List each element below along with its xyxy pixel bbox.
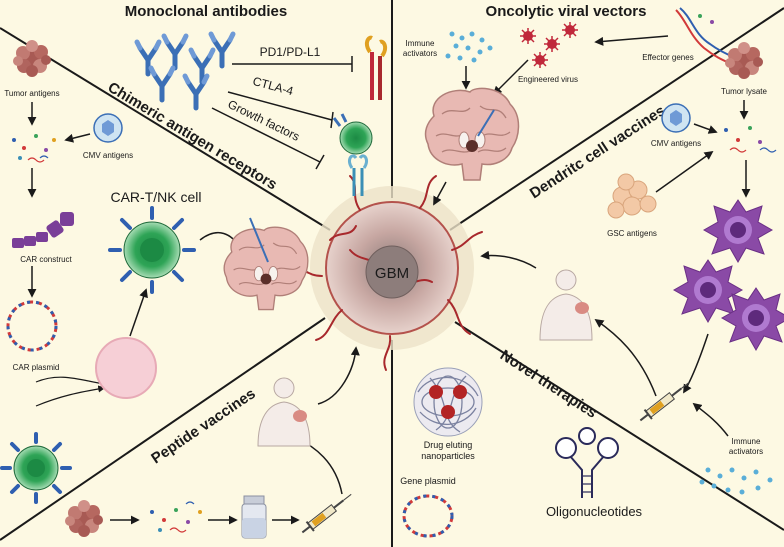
arrow	[433, 181, 447, 206]
injection-needle	[477, 109, 495, 137]
dc-patient-icon	[539, 269, 593, 341]
novel-immune-label-1: Immune	[732, 437, 761, 446]
arrow	[655, 150, 714, 193]
monoclonal-title: Monoclonal antibodies	[125, 3, 288, 20]
car-nk-cell-icon	[0, 432, 72, 504]
car-title: Chimeric antigen receptors	[105, 79, 280, 194]
onc-immune-label-1: Immune	[406, 39, 435, 48]
car-t-cell-icon	[108, 206, 196, 294]
car-plasmid-icon	[6, 300, 58, 352]
novel-title: Novel therapies	[497, 347, 600, 422]
virus-cluster	[519, 21, 579, 69]
tumor-lysate-label: Tumor lysate	[721, 87, 767, 96]
car-construct-label: CAR construct	[20, 255, 72, 264]
dendritic-cells-icon	[673, 199, 784, 351]
gene-plasmid-icon	[402, 494, 454, 538]
car-brain-icon	[223, 226, 309, 311]
arrow	[64, 133, 91, 143]
arrow	[594, 318, 657, 397]
injection-needle	[249, 217, 269, 263]
growth-receptor	[348, 154, 368, 196]
vial-icon	[241, 495, 267, 539]
arrow	[129, 288, 148, 337]
peptide-tumor-icon	[65, 500, 103, 537]
gene-plasmid-label: Gene plasmid	[400, 476, 456, 486]
onc-immune-label-2: activators	[403, 49, 437, 58]
gsc-antigens-label: GSC antigens	[607, 229, 657, 238]
ctla4-label: CTLA-4	[251, 74, 295, 98]
drug-eluting-label-2: nanoparticles	[421, 451, 475, 461]
syringe-icon-right	[639, 381, 690, 422]
dc-cmv-virus	[661, 103, 691, 133]
car-construct-icon	[12, 212, 74, 248]
arrow	[692, 402, 729, 437]
car-cmv-label: CMV antigens	[83, 151, 133, 160]
dc-antigen-fragments	[724, 126, 777, 153]
engineered-virus-label: Engineered virus	[518, 75, 578, 84]
arrow	[693, 123, 718, 134]
arrow	[480, 250, 537, 269]
syringe-icon-left	[301, 493, 352, 534]
car-tumor-antigens-label: Tumor antigens	[4, 89, 59, 98]
tumor-lysate-icon	[725, 42, 763, 79]
peptide-patient-icon	[257, 377, 311, 447]
antigen-fragments	[12, 134, 56, 163]
arrow	[317, 346, 360, 405]
arrow	[594, 35, 669, 46]
oligonucleotide-icon	[555, 427, 619, 498]
effector-gene-icon	[675, 7, 737, 65]
peptide-fragments	[150, 501, 202, 533]
gsc-antigens-icon	[607, 173, 657, 219]
car-cell-label: CAR-T/NK cell	[110, 189, 201, 205]
arrow	[492, 59, 529, 96]
immune-activator-dots	[445, 31, 493, 63]
dc-cmv-label: CMV antigens	[651, 139, 701, 148]
arrow	[35, 385, 106, 407]
antibody-cluster	[137, 34, 233, 108]
drug-eluting-label-1: Drug eluting	[424, 440, 473, 450]
novel-immune-dots	[699, 467, 773, 495]
oncolytic-title: Oncolytic viral vectors	[486, 3, 647, 20]
cmv-virus	[93, 113, 123, 143]
car-tumor-antigens	[13, 40, 51, 77]
oncolytic-brain-icon	[424, 87, 520, 181]
effector-genes-label: Effector genes	[642, 53, 693, 62]
nanoparticle-icon	[413, 367, 483, 437]
culture-dish-icon	[95, 337, 157, 399]
oligonucleotides-label: Oligonucleotides	[546, 504, 643, 519]
arrow	[35, 376, 105, 385]
inhibition-lines	[211, 56, 353, 170]
gbm-tumor	[289, 175, 483, 371]
pd1-label: PD1/PD-L1	[260, 45, 321, 59]
pd1-receptor	[364, 35, 388, 100]
arrow	[683, 333, 709, 394]
car-plasmid-label: CAR plasmid	[13, 363, 60, 372]
gbm-label: GBM	[375, 265, 409, 282]
t-cell	[332, 113, 373, 155]
novel-immune-label-2: activators	[729, 447, 763, 456]
